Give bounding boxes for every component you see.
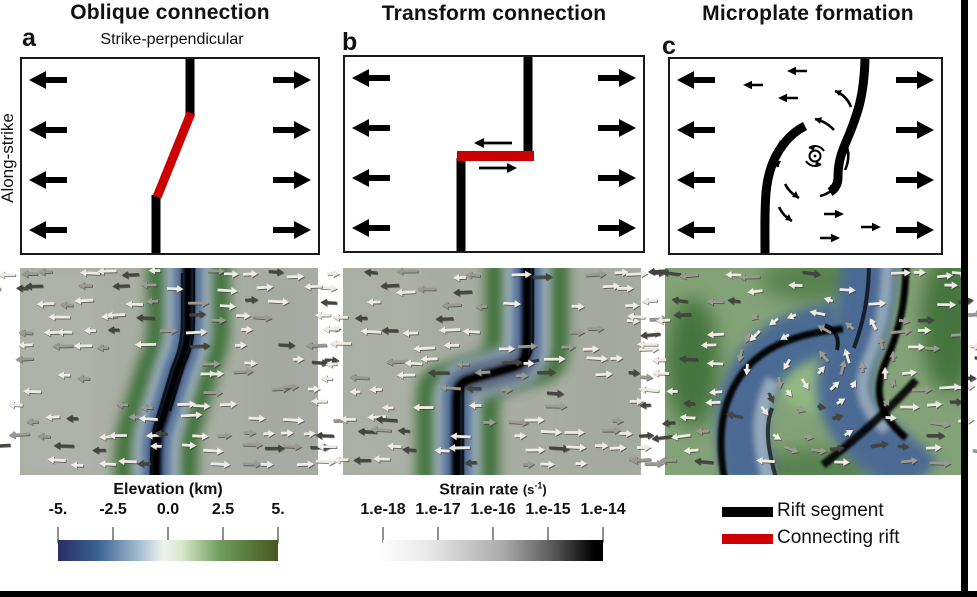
tick-mark — [277, 527, 279, 543]
along-strike-axis-label: Along-strike — [0, 113, 17, 203]
tick-label: -5. — [48, 501, 68, 518]
elevation-gradient-bar — [58, 540, 278, 561]
tick-label: 1.e-14 — [580, 501, 626, 518]
extension-arrows — [352, 69, 636, 237]
tick-label: 0.0 — [156, 501, 180, 518]
simulation-panel-a — [0, 266, 355, 475]
tick-mark — [602, 527, 604, 543]
tick-mark — [437, 527, 439, 543]
extension-arrows — [29, 71, 311, 239]
tick-mark — [112, 527, 114, 543]
tick-label: 1.e-18 — [360, 501, 406, 518]
strain-rate-colorbar-title: Strain rate (s-1) — [439, 481, 547, 499]
tick-mark — [382, 527, 384, 543]
rotation-icon — [805, 145, 825, 167]
panel-a-subtitle: Strike-perpendicular — [100, 31, 244, 48]
rotation-field-arrows — [774, 89, 853, 223]
tick-label: 1.e-15 — [525, 501, 571, 518]
tick-label: 1.e-16 — [470, 501, 516, 518]
tick-mark — [492, 527, 494, 543]
panel-c-letter: c — [662, 32, 676, 60]
connecting-rift-line — [457, 151, 534, 161]
strain-rate-title-text: Strain rate — [439, 481, 519, 499]
panel-a-title: Oblique connection — [70, 1, 270, 24]
connecting-rift-swatch — [722, 534, 773, 544]
schematic-panel-c — [668, 57, 943, 255]
elevation-colorbar-title: Elevation (km) — [113, 481, 223, 498]
rift-segment-line — [760, 121, 808, 254]
strain-rate-unit: (s-1) — [522, 481, 547, 498]
schematic-panel-a — [20, 57, 320, 255]
figure-border-bottom — [0, 591, 977, 597]
velocity-arrows — [0, 266, 355, 470]
plate-motion-small-arrows — [743, 66, 881, 243]
rift-segment-swatch — [722, 507, 773, 517]
tick-mark — [222, 527, 224, 543]
extension-arrows — [677, 71, 934, 239]
connecting-rift-label: Connecting rift — [777, 527, 900, 548]
simulation-panel-b — [304, 267, 670, 475]
schematic-box — [668, 57, 943, 255]
panel-b-letter: b — [342, 28, 358, 56]
tick-label: 2.5 — [211, 501, 235, 518]
tick-label: 1.e-17 — [415, 501, 461, 518]
strain-rate-gradient-bar — [383, 540, 603, 561]
schematic-panel-b — [343, 55, 645, 253]
figure-border-right — [961, 0, 968, 597]
elevation-colorbar-ticks: -5. -2.5 0.0 2.5 5. — [49, 501, 285, 545]
velocity-arrows — [304, 267, 670, 470]
panel-c-title: Microplate formation — [702, 2, 914, 25]
tick-label: 5. — [271, 501, 285, 518]
panel-b-title: Transform connection — [381, 2, 607, 25]
tick-label: -2.5 — [99, 501, 127, 518]
velocity-arrows — [627, 267, 977, 469]
shear-left-arrow-icon — [474, 138, 512, 148]
rift-segment-label: Rift segment — [777, 500, 884, 521]
shear-right-arrow-icon — [479, 163, 517, 173]
tick-mark — [547, 527, 549, 543]
connecting-rift-line — [152, 111, 196, 199]
simulation-panel-c — [627, 267, 977, 475]
tick-mark — [57, 527, 59, 543]
panel-a-letter: a — [22, 24, 36, 52]
strain-rate-colorbar-ticks: 1.e-18 1.e-17 1.e-16 1.e-15 1.e-14 — [360, 501, 626, 545]
tick-mark — [167, 527, 169, 543]
